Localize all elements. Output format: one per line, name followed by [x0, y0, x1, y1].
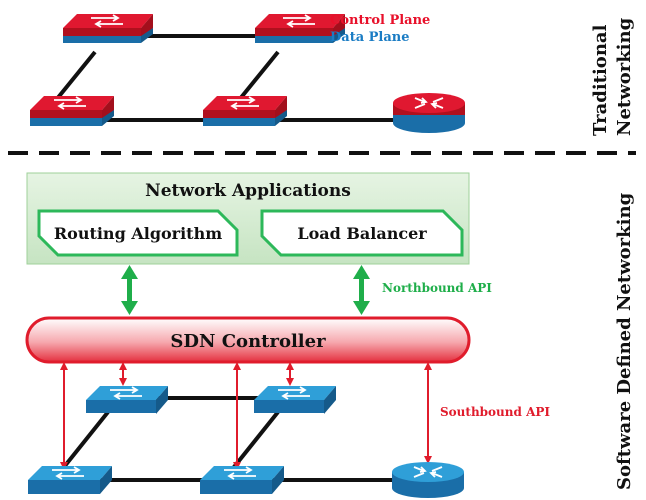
northbound-arrow-1 [121, 265, 138, 315]
load-balancer-label: Load Balancer [297, 224, 427, 243]
northbound-arrow-2 [353, 265, 370, 315]
traditional-side-label-line1: Traditional [590, 24, 611, 136]
control-plane-label: Control Plane [330, 13, 430, 28]
sdn-switch-3 [28, 466, 112, 494]
data-plane-label: Data Plane [330, 30, 410, 45]
traditional-router [393, 93, 465, 133]
sdn-switch-2 [254, 386, 336, 414]
southbound-arrow-s2 [286, 362, 294, 386]
load-balancer-box [260, 209, 464, 257]
sdn-side-label: Software Defined Networking [614, 192, 635, 490]
southbound-arrow-s1 [119, 362, 127, 386]
network-applications-title: Network Applications [145, 181, 351, 201]
traditional-switch-1 [63, 14, 153, 43]
sdn-router [392, 462, 464, 498]
southbound-arrow-s3 [60, 362, 68, 470]
southbound-api-label: Southbound API [440, 405, 550, 419]
northbound-api-label: Northbound API [382, 281, 492, 295]
sdn-switch-4 [200, 466, 284, 494]
traditional-switch-3 [30, 96, 114, 126]
southbound-arrow-s4 [233, 362, 241, 470]
traditional-side-label-line2: Networking [614, 17, 635, 136]
routing-algorithm-box [37, 209, 239, 257]
sdn-controller-label: SDN Controller [170, 331, 326, 352]
sdn-controller [25, 316, 471, 364]
southbound-arrows [60, 362, 432, 470]
southbound-arrow-router [424, 362, 432, 464]
traditional-switch-2 [255, 14, 345, 43]
traditional-switch-4 [203, 96, 287, 126]
sdn-switch-1 [86, 386, 168, 414]
routing-algorithm-label: Routing Algorithm [54, 224, 222, 243]
